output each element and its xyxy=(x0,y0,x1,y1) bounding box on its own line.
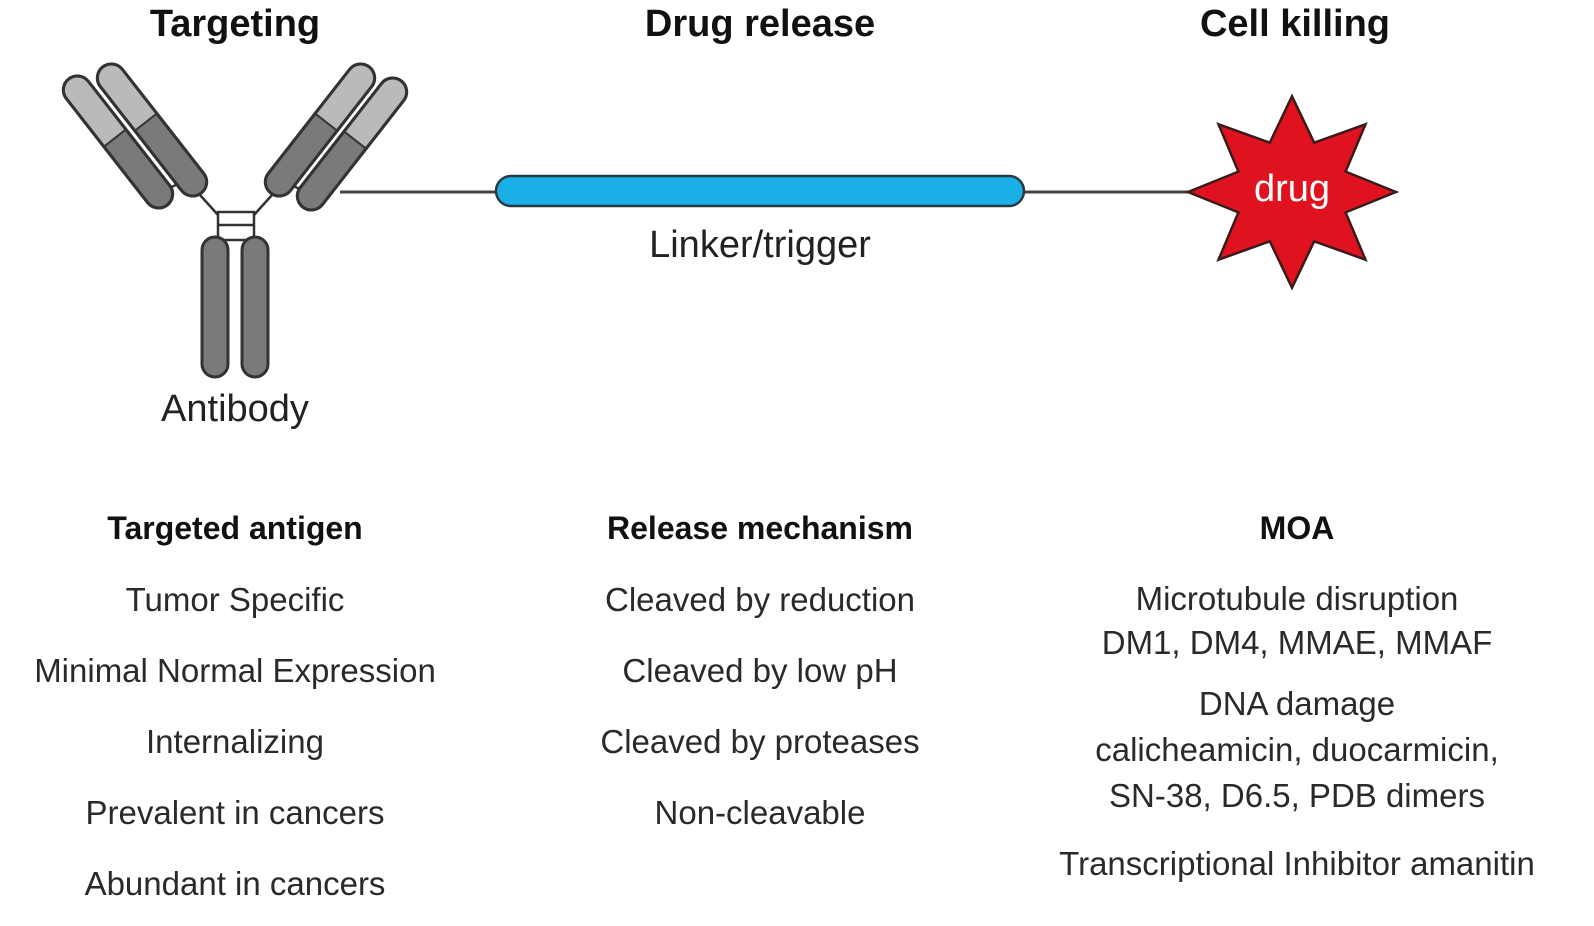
antigen-item: Tumor Specific xyxy=(125,581,345,618)
moa-group-2-line-2: calicheamicin, duocarmicin, xyxy=(1095,731,1499,768)
moa-title: MOA xyxy=(1259,510,1335,546)
release-item: Non-cleavable xyxy=(654,794,866,831)
linker-label: Linker/trigger xyxy=(649,224,871,266)
moa-group-2-line-3: SN-38, D6.5, PDB dimers xyxy=(1109,777,1485,814)
antigen-item: Minimal Normal Expression xyxy=(34,652,436,689)
targeted-antigen-column: Targeted antigen Tumor Specific Minimal … xyxy=(0,510,470,907)
header-drug-release: Drug release xyxy=(644,3,876,45)
release-mechanism-column: Release mechanism Cleaved by reduction C… xyxy=(540,510,980,836)
header-cell-killing: Cell killing xyxy=(1199,3,1391,45)
drug-star-icon xyxy=(1184,93,1400,291)
drug-label: drug xyxy=(1253,168,1331,210)
moa-group-3-line-1: Transcriptional Inhibitor amanitin xyxy=(1059,845,1535,882)
moa-column: MOA Microtubule disruption DM1, DM4, MMA… xyxy=(1000,510,1594,887)
release-mechanism-title: Release mechanism xyxy=(607,510,913,546)
moa-group-1-line-2: DM1, DM4, MMAE, MMAF xyxy=(1101,624,1493,661)
antigen-item: Internalizing xyxy=(146,723,324,760)
moa-group-2-line-1: DNA damage xyxy=(1198,685,1396,722)
antibody-icon xyxy=(61,62,409,379)
release-item: Cleaved by low pH xyxy=(622,652,898,689)
antigen-item: Prevalent in cancers xyxy=(85,794,385,831)
release-item: Cleaved by reduction xyxy=(604,581,916,618)
antigen-item: Abundant in cancers xyxy=(84,865,386,902)
release-item: Cleaved by proteases xyxy=(600,723,920,760)
antibody-label: Antibody xyxy=(161,388,309,430)
header-targeting: Targeting xyxy=(149,3,321,45)
moa-group-1-line-1: Microtubule disruption xyxy=(1135,580,1459,617)
linker-icon xyxy=(494,174,1026,208)
targeted-antigen-title: Targeted antigen xyxy=(107,510,363,546)
